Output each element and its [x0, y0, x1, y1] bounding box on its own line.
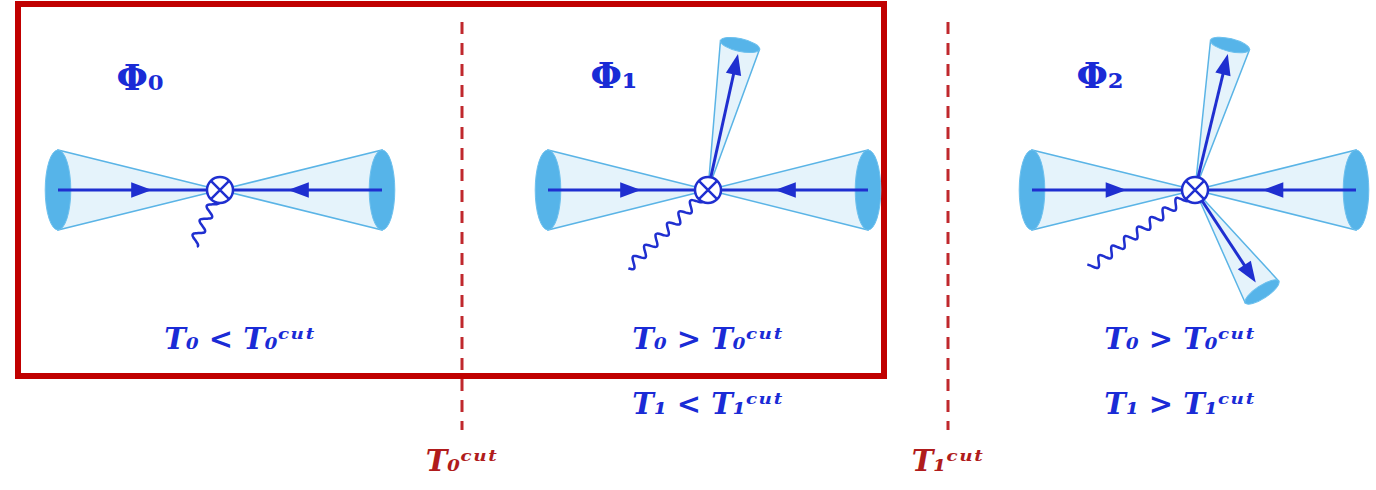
arrow-head	[726, 54, 741, 76]
phase-space-label: Φ₀	[113, 57, 166, 98]
arrow-head	[1106, 182, 1127, 198]
jet-cone	[220, 150, 382, 230]
hard-vertex	[207, 177, 233, 203]
cut-separator	[461, 22, 464, 430]
jet-ellipse	[1242, 276, 1282, 309]
jet-cone	[548, 150, 708, 230]
process-illustration	[1019, 34, 1369, 308]
arrow-head	[288, 182, 309, 198]
phase-space-label: Φ₁	[587, 55, 640, 96]
parton-line	[1195, 67, 1225, 190]
phase-space-label: Φ₂	[1073, 55, 1126, 96]
cut-separator	[947, 22, 950, 430]
arrow-head	[620, 182, 641, 198]
arrow-head	[1215, 54, 1230, 76]
arrow-head	[775, 182, 796, 198]
parton-line	[708, 67, 735, 190]
jet-cone	[708, 41, 760, 190]
cut-condition: T₀ > T₀ᶜᵘᵗ	[1101, 323, 1258, 356]
jet-cone	[58, 150, 220, 230]
arrow-head	[131, 182, 152, 198]
jet-cone	[708, 150, 868, 230]
cut-value-label: T₀ᶜᵘᵗ	[423, 445, 502, 478]
highlight-box	[18, 4, 884, 376]
process-illustration	[45, 150, 395, 247]
cut-condition: T₀ > T₀ᶜᵘᵗ	[629, 323, 786, 356]
cut-condition: T₁ < T₁ᶜᵘᵗ	[629, 388, 786, 421]
process-illustration	[535, 34, 881, 269]
cut-condition: T₀ < T₀ᶜᵘᵗ	[161, 323, 318, 356]
cut-condition: T₁ > T₁ᶜᵘᵗ	[1101, 388, 1258, 421]
jet-cone	[1195, 40, 1249, 190]
arrow-head	[1238, 261, 1256, 283]
jet-cone	[1032, 150, 1195, 230]
vertex-cross	[699, 181, 717, 199]
jet-ellipse	[1209, 34, 1251, 56]
hard-vertex	[1182, 177, 1208, 203]
vertex-cross	[1186, 181, 1204, 199]
cut-value-label: T₁ᶜᵘᵗ	[909, 445, 988, 478]
vertex-cross	[211, 181, 229, 199]
jet-ellipse	[719, 34, 761, 55]
arrow-head	[1263, 182, 1284, 198]
parton-line	[1195, 190, 1249, 272]
hard-vertex	[695, 177, 721, 203]
